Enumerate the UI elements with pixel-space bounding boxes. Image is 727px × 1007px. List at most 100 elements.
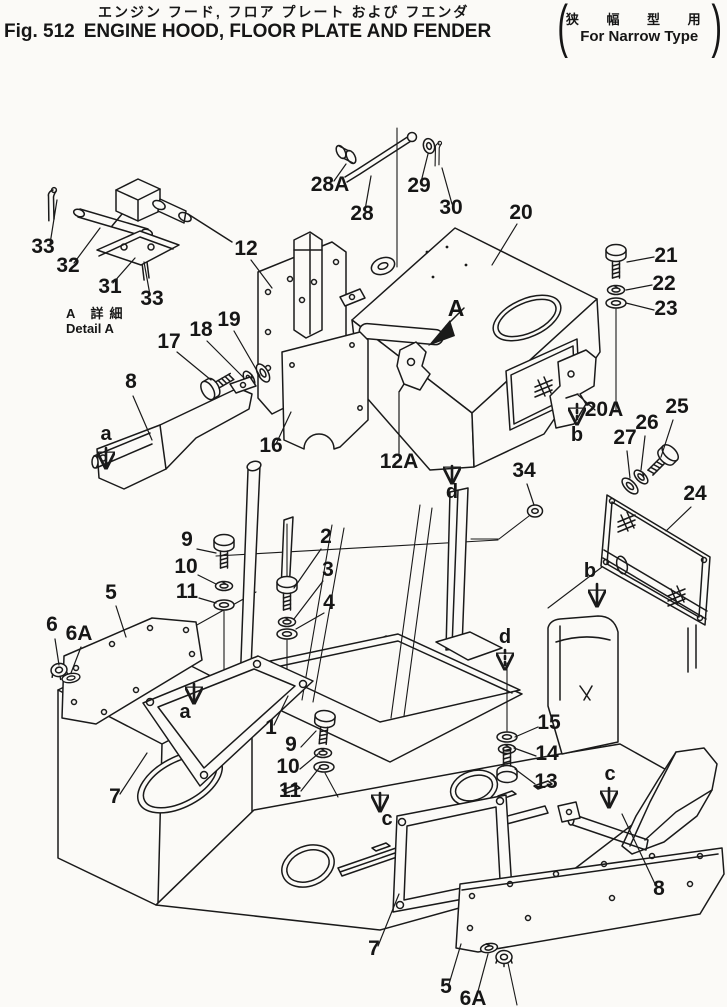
location-marker-arrows [106, 402, 609, 809]
callout-21-label: 21 [654, 244, 678, 267]
callout-11-label: 11 [176, 580, 199, 603]
hinge-20A [549, 349, 597, 429]
side-panel-24 [547, 494, 711, 626]
detail-a-caption-en: Detail A [66, 321, 115, 336]
callout-5-label: 5 [105, 581, 117, 604]
lock-washer-10 [214, 580, 234, 592]
callout-16-label: 16 [259, 434, 282, 457]
bolt-21-set [605, 243, 627, 411]
marker-b2: b [584, 560, 596, 582]
marker-b1: b [571, 424, 583, 446]
callout-28-label: 28 [350, 202, 374, 225]
callout-25-label: 25 [665, 395, 689, 418]
title-japanese: エンジン フード, フロア プレート および フエンダ [98, 4, 470, 20]
detail-a-assembly [45, 178, 233, 281]
bolt-25 [642, 441, 682, 481]
callout-8-left-label: 8 [125, 370, 137, 393]
callout-23-label: 23 [654, 297, 677, 320]
washer-23 [605, 297, 627, 309]
lock-washer-22 [606, 284, 626, 296]
callout-29-label: 29 [407, 174, 430, 197]
lock-washer-10b [313, 747, 333, 759]
callout-24-label: 24 [683, 482, 707, 505]
callout-7b-label: 7 [368, 937, 380, 960]
figure-title-block: エンジン フード, フロア プレート および フエンダ Fig. 512 ENGI… [0, 0, 727, 58]
close-paren: ) [711, 0, 722, 59]
marker-c2: c [604, 763, 615, 785]
callout-26-label: 26 [635, 411, 658, 434]
callout-31-label: 31 [98, 275, 122, 298]
callout-2-label: 2 [320, 525, 332, 548]
washer-11 [213, 599, 235, 611]
fender-8-right [557, 747, 718, 855]
callout-9b-label: 9 [285, 733, 297, 756]
engine-hood-20 [339, 227, 601, 471]
hood-release-rod [335, 127, 443, 268]
leader-lines [49, 153, 692, 996]
callout-6a-label: 6A [66, 622, 93, 645]
callout-8-right-label: 8 [653, 877, 665, 900]
page-title: ENGINE HOOD, FLOOR PLATE AND FENDER [83, 21, 492, 42]
title-english-line: Fig. 512 ENGINE HOOD, FLOOR PLATE AND FEN… [4, 21, 491, 43]
hood-plate-16 [281, 331, 369, 450]
marker-d1: d [446, 481, 458, 503]
callout-20a-label: 20A [585, 398, 624, 421]
callout-5b-label: 5 [440, 975, 452, 998]
callout-17-label: 17 [157, 330, 180, 353]
nut-6a-bottom [479, 941, 518, 1006]
latch-plate-31 [96, 230, 180, 266]
side-plate-5-bottom [455, 847, 725, 953]
rod-28 [344, 135, 412, 183]
callout-10-label: 10 [174, 555, 197, 578]
bolt-9-10-11-upper [213, 533, 235, 689]
callout-9-label: 9 [181, 528, 193, 551]
callout-12a-label: 12A [380, 450, 419, 473]
narrow-type-note: ( 狭 幅 型 用 For Narrow Type ) [553, 0, 727, 59]
hood-latch-12A [396, 341, 431, 457]
grommet-34 [470, 504, 544, 540]
callout-4-label: 4 [323, 591, 335, 614]
callout-18-label: 18 [189, 318, 213, 341]
figure-number: Fig. 512 [4, 21, 75, 42]
callout-33b-label: 33 [140, 287, 163, 310]
narrow-type-en: For Narrow Type [580, 28, 699, 45]
view-arrow-A [428, 307, 465, 346]
callout-11b-label: 11 [279, 779, 302, 802]
marker-d2: d [499, 626, 511, 648]
callout-20-label: 20 [509, 201, 532, 224]
callout-10b-label: 10 [276, 755, 299, 778]
marker-a2: a [179, 701, 191, 723]
narrow-type-jp: 狭 幅 型 用 [565, 12, 713, 27]
bolt-9-10-11-lower [311, 708, 339, 798]
lock-washer-3 [277, 616, 297, 628]
bolt-21 [605, 243, 627, 279]
callout-7-label: 7 [109, 785, 121, 808]
open-paren: ( [556, 0, 568, 59]
callout-22-label: 22 [652, 272, 675, 295]
washer-15 [496, 731, 518, 743]
washer-4 [276, 628, 298, 640]
fender-8-left [91, 376, 257, 490]
marker-c1: c [381, 808, 392, 830]
callout-13-label: 13 [534, 770, 557, 793]
callout-14-label: 14 [535, 742, 559, 765]
bolt-2 [276, 575, 298, 611]
nut-bottom [495, 949, 513, 968]
lock-washer-14 [497, 743, 517, 755]
callout-3-label: 3 [322, 558, 334, 581]
callout-6ab-label: 6A [460, 987, 487, 1007]
washer-29 [422, 137, 436, 155]
floor-plate-1 [255, 633, 521, 723]
callout-1-label: 1 [265, 716, 277, 739]
callout-15-label: 15 [537, 711, 561, 734]
bolt-9 [213, 533, 235, 569]
tank-box [547, 615, 619, 755]
callout-30-label: 30 [439, 196, 462, 219]
callout-32-label: 32 [56, 254, 79, 277]
cotter-pin-33 [45, 186, 58, 222]
callout-12-label: 12 [234, 237, 257, 260]
callout-6-label: 6 [46, 613, 58, 636]
view-arrow-label: A [448, 295, 465, 321]
